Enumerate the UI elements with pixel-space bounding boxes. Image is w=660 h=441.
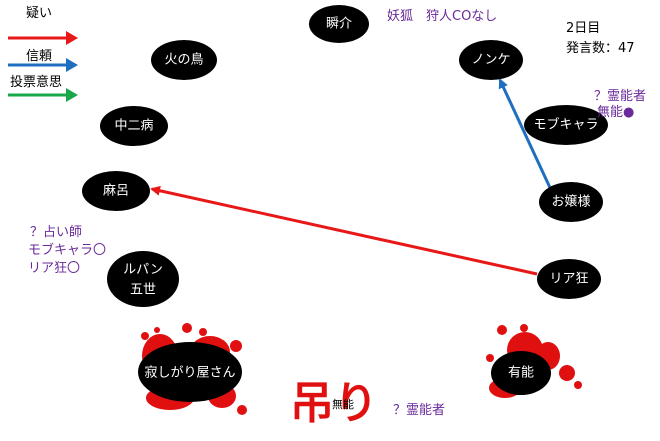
note-seer-1: ？占い師 bbox=[30, 225, 82, 240]
legend-trust-label: 信頼 bbox=[26, 49, 52, 64]
node-chuunibyou[interactable]: 中二病 bbox=[100, 106, 168, 146]
note-bottom: ？霊能者 bbox=[393, 403, 445, 418]
node-label: 瞬介 bbox=[326, 17, 352, 32]
legend-vote-label: 投票意思 bbox=[10, 74, 62, 90]
node-label: 麻呂 bbox=[103, 184, 129, 199]
node-label-line-1: ルパン bbox=[123, 263, 163, 278]
note-shunsuke: 妖狐 狩人COなし bbox=[387, 9, 497, 24]
note-mob-1: ？霊能者 bbox=[594, 89, 646, 104]
legend: 疑い 信頼 投票意思 bbox=[8, 5, 78, 102]
note-seer-3: リア狂〇 bbox=[28, 261, 80, 276]
node-shunsuke[interactable]: 瞬介 bbox=[309, 5, 369, 43]
legend-vote-arrowhead bbox=[66, 88, 78, 102]
legend-trust-arrowhead bbox=[66, 58, 78, 72]
note-seer-2: モブキャラ〇 bbox=[28, 242, 106, 258]
legend-doubt-arrowhead bbox=[66, 31, 78, 45]
node-label: ノンケ bbox=[471, 53, 510, 68]
doubt-edge-riakyou-to-asaro bbox=[150, 185, 538, 276]
node-label: 寂しがり屋さん bbox=[144, 365, 235, 381]
note-mob-2: 無能● bbox=[597, 105, 634, 120]
node-label: 火の鳥 bbox=[164, 53, 203, 68]
node-label: お嬢様 bbox=[551, 195, 590, 210]
node-nonke[interactable]: ノンケ bbox=[459, 40, 523, 80]
node-label: リア狂 bbox=[549, 272, 588, 287]
node-label: 中二病 bbox=[114, 119, 153, 134]
comment-count-label: 発言数：47 bbox=[566, 41, 635, 56]
node-label: モブキャラ bbox=[533, 117, 598, 133]
node-asaro[interactable]: 麻呂 bbox=[82, 171, 150, 211]
node-mobchara[interactable]: モブキャラ bbox=[524, 105, 608, 145]
day-label: 2日目 bbox=[566, 21, 600, 36]
hanged-player-label: 無能 bbox=[332, 397, 354, 411]
node-sabishigariya[interactable]: 寂しがり屋さん bbox=[138, 342, 242, 402]
node-yuunou[interactable]: 有能 bbox=[491, 351, 551, 395]
hanged-label: 吊り bbox=[290, 378, 378, 429]
node-lupin[interactable]: ルパン 五世 bbox=[107, 251, 179, 307]
node-riakyou[interactable]: リア狂 bbox=[537, 259, 601, 299]
trust-edge-ojousama-to-nonke bbox=[498, 78, 554, 193]
node-label: 有能 bbox=[508, 366, 534, 381]
node-ojousama[interactable]: お嬢様 bbox=[539, 182, 603, 222]
node-label-line-2: 五世 bbox=[130, 283, 156, 298]
node-hinotori[interactable]: 火の鳥 bbox=[151, 40, 217, 80]
legend-doubt-label: 疑い bbox=[26, 5, 52, 21]
